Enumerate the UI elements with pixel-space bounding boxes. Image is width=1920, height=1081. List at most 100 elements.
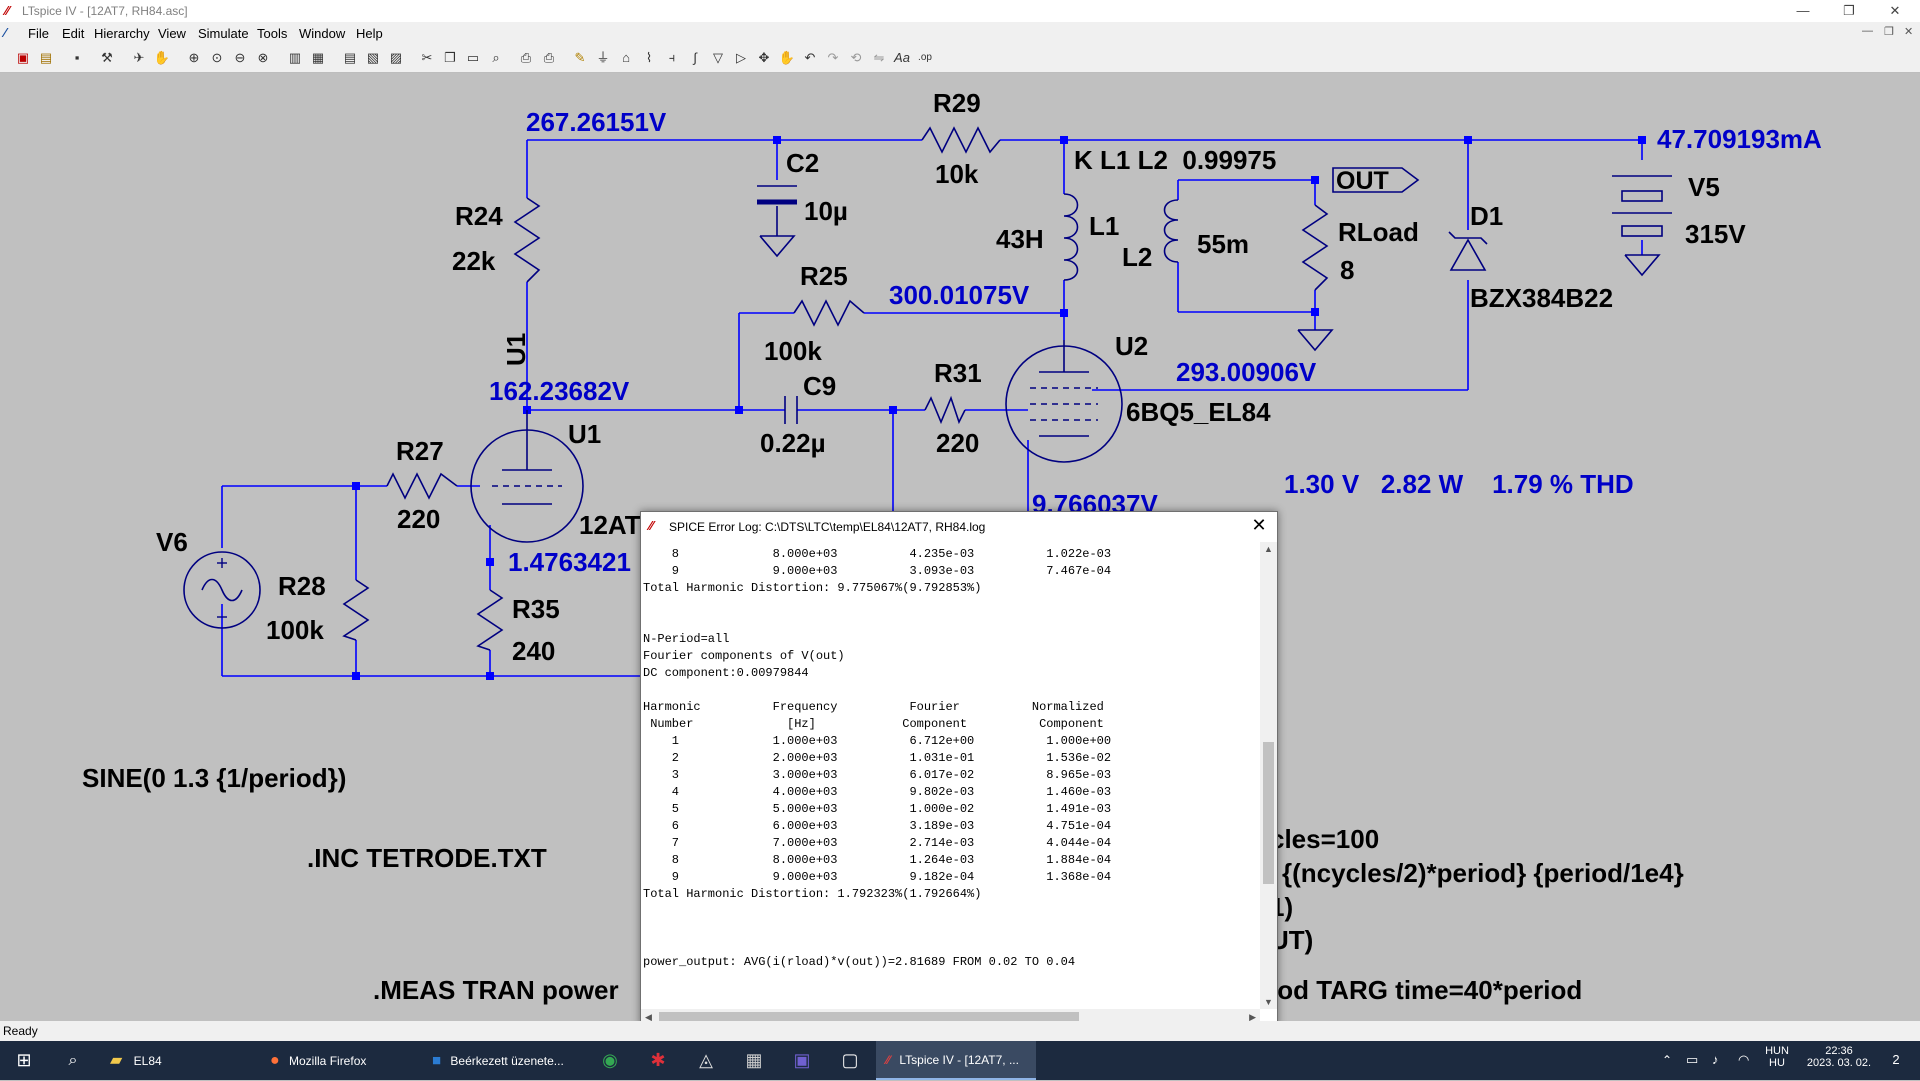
- mirror-icon[interactable]: ⇋: [873, 50, 885, 65]
- component-symbols: [183, 126, 1672, 651]
- volume-icon[interactable]: ♪: [1712, 1052, 1719, 1067]
- resistor-icon[interactable]: ⌇: [645, 50, 653, 65]
- taskbar-item-outlook[interactable]: ■ Beérkezett üzenete...: [432, 1052, 564, 1069]
- cascade-icon[interactable]: ▧: [366, 50, 380, 65]
- fox-app-icon[interactable]: ◬: [699, 1050, 713, 1070]
- menu-tools[interactable]: Tools: [257, 26, 288, 41]
- calculator-icon[interactable]: ▦: [745, 1050, 763, 1070]
- notifications-icon[interactable]: 2: [1884, 1052, 1908, 1067]
- spice-directive-icon[interactable]: .op: [918, 52, 932, 63]
- window-title: LTspice IV - [12AT7, RH84.asc]: [22, 4, 188, 18]
- save-icon[interactable]: ▪: [74, 50, 80, 65]
- ground-icon[interactable]: ⏚: [596, 50, 610, 65]
- open-icon[interactable]: ▤: [39, 50, 53, 65]
- log-line: 5 5.000e+03 1.000e-02 1.491e-03: [643, 802, 1112, 816]
- text-icon[interactable]: Aa: [894, 50, 910, 65]
- undo-icon[interactable]: ↶: [804, 50, 816, 65]
- minimize-button[interactable]: —: [1796, 3, 1810, 18]
- log-line: 9 9.000e+03 3.093e-03 7.467e-04: [643, 564, 1112, 578]
- wifi-icon[interactable]: ◠: [1738, 1052, 1750, 1067]
- ltspice-menu-icon[interactable]: ⁄: [4, 25, 7, 40]
- move-icon[interactable]: ✥: [758, 50, 770, 65]
- start-windows-icon[interactable]: ⊞: [16, 1050, 32, 1070]
- v6-polarity: [217, 558, 227, 618]
- drag-icon[interactable]: ✋: [778, 50, 796, 65]
- mdi-restore-button[interactable]: ❐: [1884, 26, 1894, 38]
- tile-horizontal-icon[interactable]: ▤: [343, 50, 357, 65]
- taskbar-item-el84[interactable]: ▰ EL84: [110, 1052, 162, 1069]
- log-text[interactable]: 8 8.000e+03 4.235e-03 1.022e-03 9 9.000e…: [643, 546, 1257, 1006]
- scroll-down-arrow-icon[interactable]: ▼: [1264, 997, 1273, 1007]
- halt-icon[interactable]: ✋: [153, 50, 171, 65]
- taskbar-item-ltspice[interactable]: ⁄⁄ LTspice IV - [12AT7, ...: [876, 1041, 1036, 1080]
- menu-simulate[interactable]: Simulate: [198, 26, 249, 41]
- paste-icon[interactable]: ▭: [466, 50, 480, 65]
- label-net-icon[interactable]: ⌂: [622, 50, 630, 65]
- search-icon[interactable]: ⌕: [68, 1052, 78, 1069]
- vertical-scroll-thumb[interactable]: [1263, 742, 1274, 884]
- l1-name: L1: [1089, 211, 1119, 241]
- tray-expand-icon[interactable]: ⌃: [1662, 1053, 1673, 1067]
- control-panel-icon[interactable]: ⚒: [101, 50, 113, 65]
- run-icon[interactable]: ✈: [133, 50, 145, 65]
- redo-icon[interactable]: ↷: [827, 50, 839, 65]
- close-button[interactable]: ✕: [1889, 3, 1901, 18]
- directive-meas: .MEAS TRAN power: [373, 975, 619, 1005]
- scroll-right-arrow-icon[interactable]: ▶: [1249, 1012, 1256, 1022]
- l2-name: L2: [1122, 242, 1152, 272]
- battery-icon[interactable]: ▭: [1686, 1052, 1699, 1067]
- out-port-label: OUT: [1336, 167, 1389, 195]
- save-app-icon[interactable]: ▣: [793, 1050, 811, 1070]
- r28-symbol: [342, 579, 370, 641]
- menu-edit[interactable]: Edit: [62, 26, 85, 41]
- log-line: [643, 903, 1257, 920]
- dialog-close-button[interactable]: ✕: [1251, 515, 1267, 535]
- diode-icon[interactable]: ▽: [713, 50, 723, 65]
- chrome-icon[interactable]: ◉: [602, 1050, 618, 1070]
- clock[interactable]: 22:36 2023. 03. 02.: [1806, 1045, 1872, 1069]
- node-voltage-162: 162.23682V: [489, 376, 630, 406]
- component-icon[interactable]: ▷: [736, 50, 746, 65]
- new-schematic-icon[interactable]: ▣: [16, 50, 30, 65]
- tile-vertical-icon[interactable]: ▨: [389, 50, 403, 65]
- status-bar: Ready: [0, 1021, 1920, 1041]
- inductor-icon[interactable]: ∫: [693, 50, 697, 65]
- cut-icon[interactable]: ✂: [421, 50, 433, 65]
- draw-wire-icon[interactable]: ✎: [574, 50, 586, 65]
- log-line: 3 3.000e+03 6.017e-02 8.965e-03: [643, 768, 1112, 782]
- zoom-app-icon[interactable]: ▢: [841, 1050, 859, 1070]
- taskbar-item-firefox[interactable]: ● Mozilla Firefox: [270, 1052, 367, 1069]
- find-icon[interactable]: ⌕: [492, 50, 500, 65]
- maximize-button[interactable]: ❐: [1843, 3, 1855, 18]
- rotate-icon[interactable]: ⟲: [850, 50, 862, 65]
- mdi-minimize-button[interactable]: —: [1862, 25, 1873, 37]
- bug-app-icon[interactable]: ✱: [650, 1050, 666, 1070]
- vertical-scrollbar[interactable]: ▲ ▼: [1260, 542, 1277, 1009]
- menu-file[interactable]: File: [28, 26, 49, 41]
- mdi-close-button[interactable]: ✕: [1904, 26, 1914, 38]
- r25-name: R25: [800, 261, 848, 291]
- cursor-icon[interactable]: ▦: [311, 50, 325, 65]
- horizontal-scroll-thumb[interactable]: [659, 1012, 1079, 1023]
- menu-view[interactable]: View: [158, 26, 186, 41]
- autorange-icon[interactable]: ▥: [288, 50, 302, 65]
- spice-error-log-dialog[interactable]: ⁄⁄ SPICE Error Log: C:\DTS\LTC\temp\EL84…: [640, 511, 1278, 1027]
- menu-help[interactable]: Help: [356, 26, 383, 41]
- menu-window[interactable]: Window: [299, 26, 346, 41]
- scroll-left-arrow-icon[interactable]: ◀: [645, 1012, 652, 1022]
- r31-value: 220: [936, 428, 979, 458]
- r27-symbol: [386, 472, 458, 500]
- scroll-up-arrow-icon[interactable]: ▲: [1264, 544, 1273, 554]
- result-line: 1.30 V 2.82 W 1.79 % THD: [1284, 469, 1634, 499]
- pan-icon[interactable]: ⊙: [211, 50, 223, 65]
- zoom-fit-icon[interactable]: ⊗: [257, 50, 269, 65]
- print-setup-icon[interactable]: ⎙: [520, 50, 532, 65]
- dialog-title-bar[interactable]: ⁄⁄ SPICE Error Log: C:\DTS\LTC\temp\EL84…: [641, 512, 1277, 542]
- zoom-in-icon[interactable]: ⊕: [188, 50, 200, 65]
- language-indicator[interactable]: HUN HU: [1765, 1045, 1789, 1069]
- zoom-out-icon[interactable]: ⊖: [234, 50, 246, 65]
- menu-hierarchy[interactable]: Hierarchy: [94, 26, 150, 41]
- print-icon[interactable]: ⎙: [543, 50, 555, 65]
- capacitor-icon[interactable]: ⫞: [668, 50, 676, 65]
- copy-icon[interactable]: ❐: [444, 50, 456, 65]
